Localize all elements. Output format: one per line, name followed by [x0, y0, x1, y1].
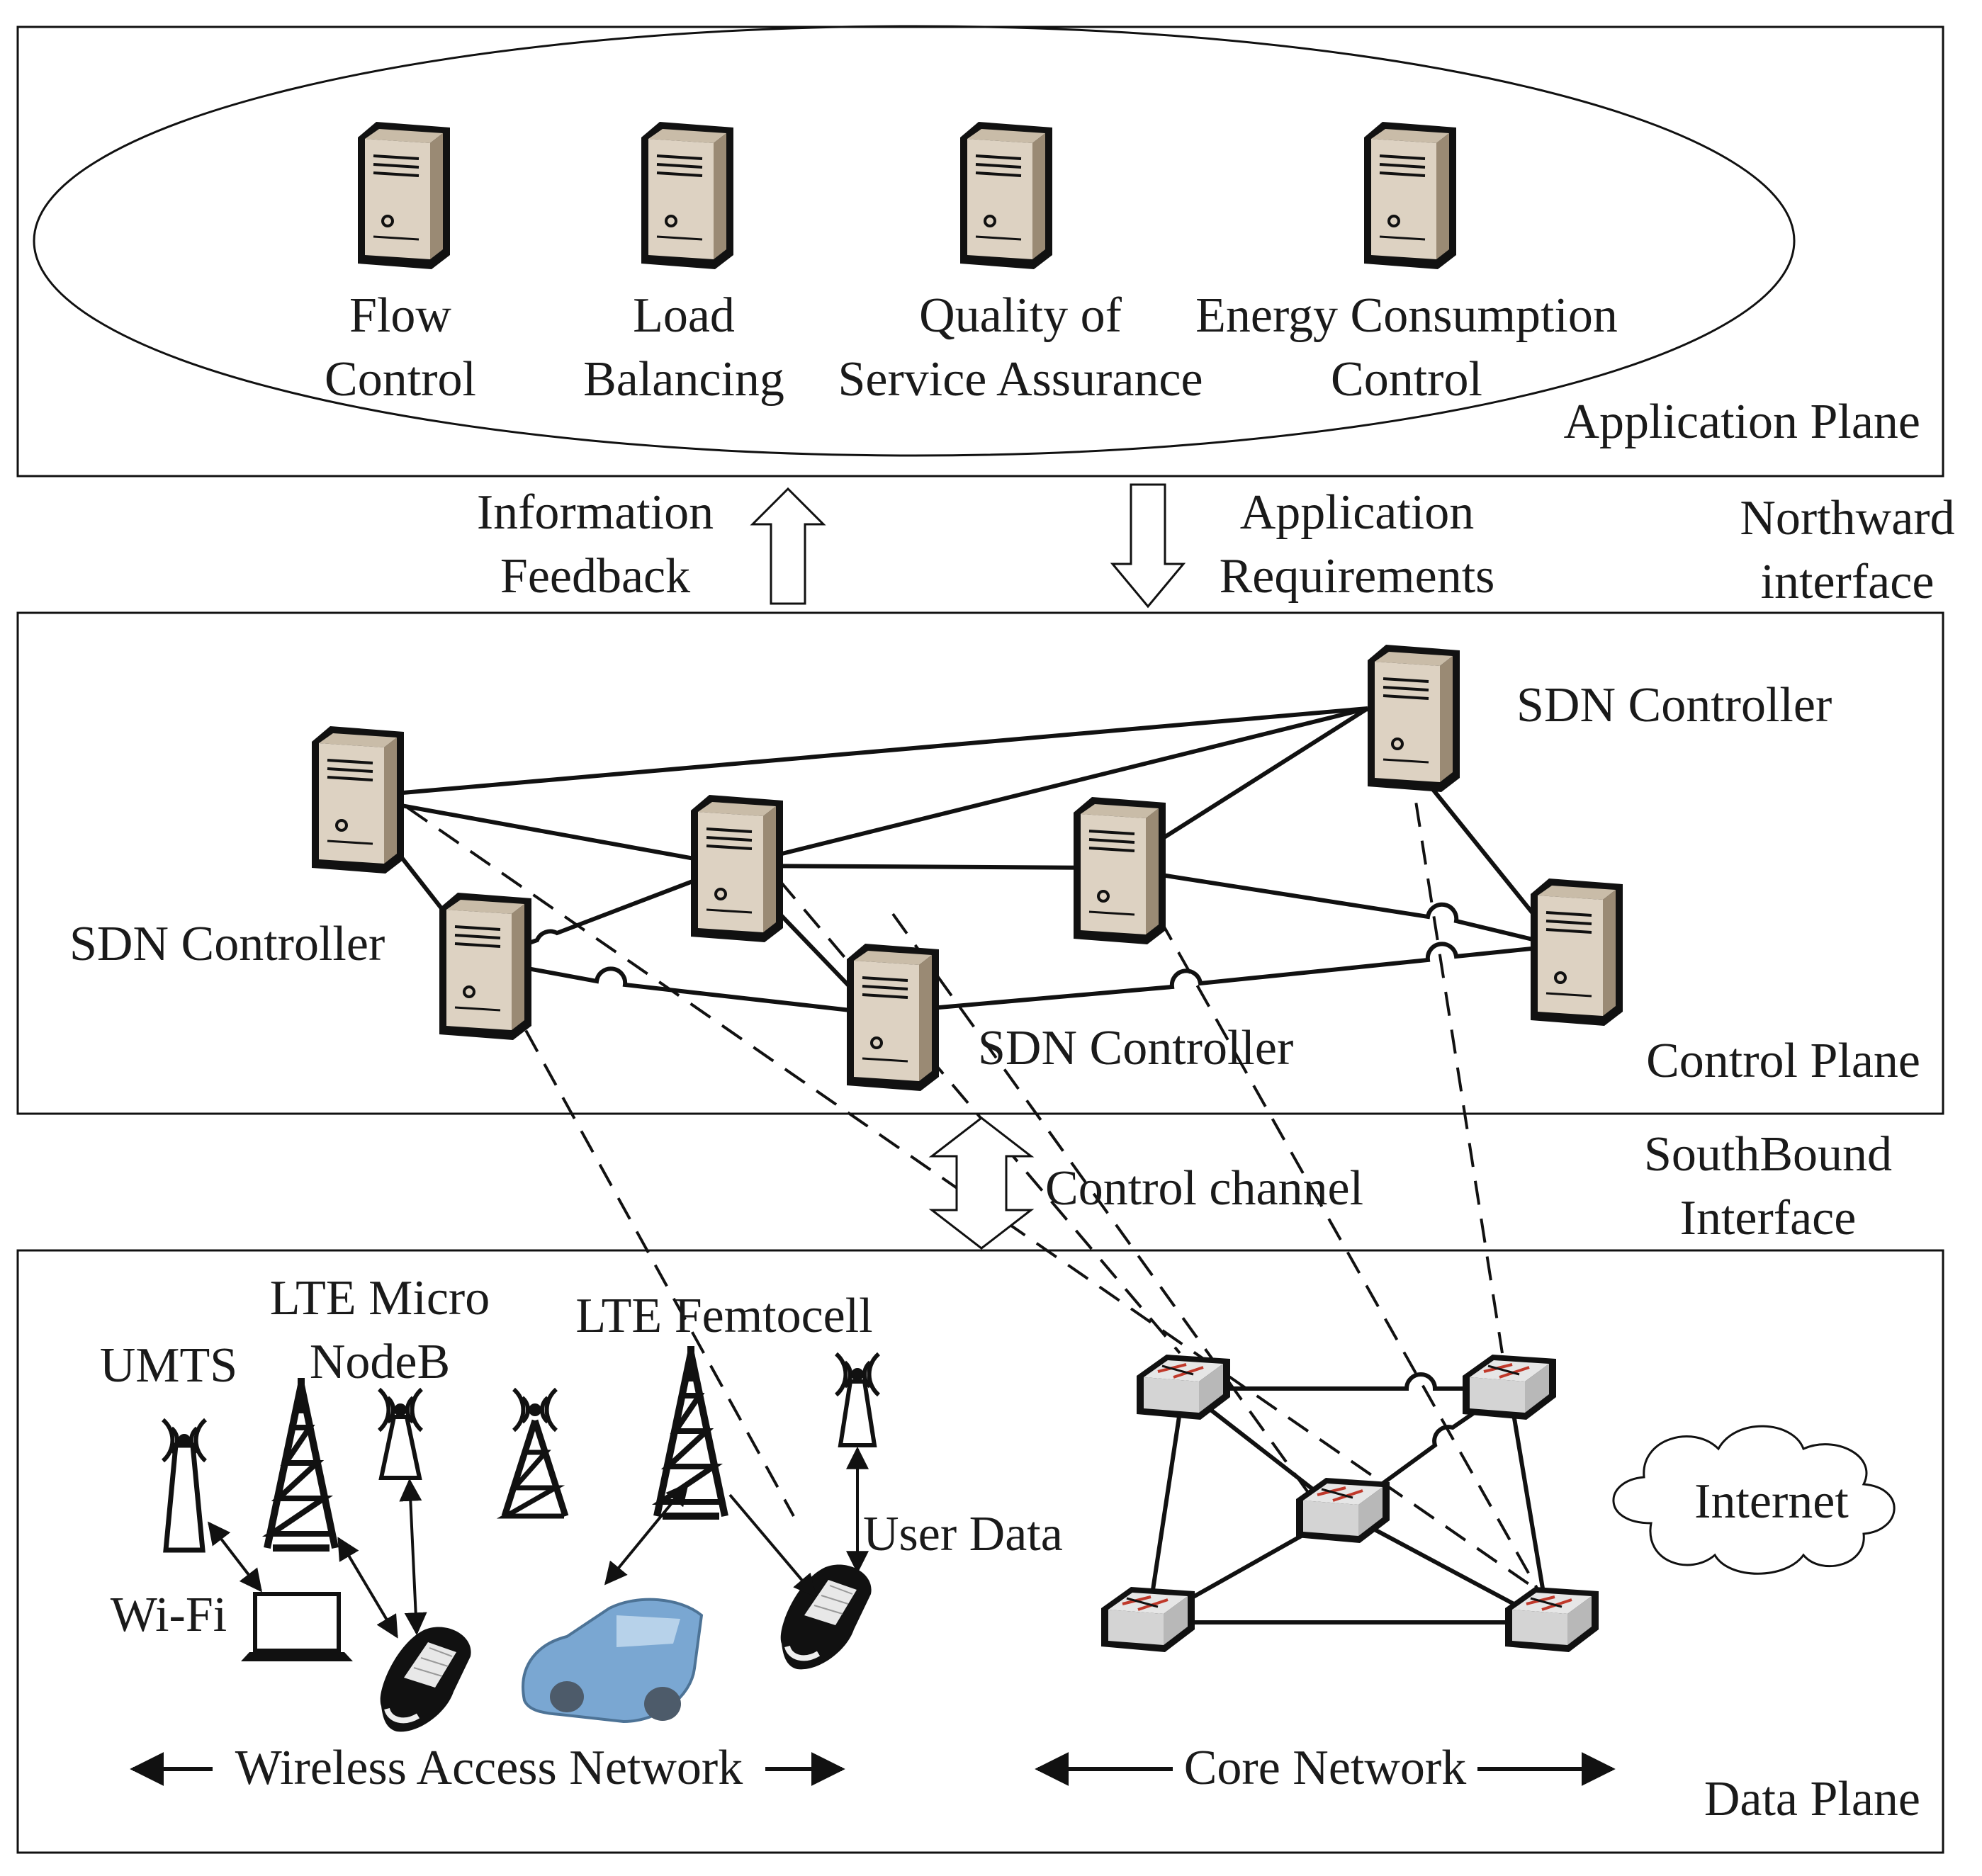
app-label-line1: Quality of: [919, 288, 1122, 343]
app-label-line1: Energy Consumption: [1195, 288, 1618, 343]
server-icon: [1363, 120, 1458, 271]
application-plane-label: Application Plane: [1563, 395, 1920, 449]
server-icon: [689, 793, 784, 944]
control-plane-box: [16, 611, 1944, 1115]
server-icon: [310, 725, 405, 875]
control-channel-label: Control channel: [1045, 1161, 1363, 1216]
control-plane-label: Control Plane: [1646, 1034, 1920, 1088]
controller-label: SDN Controller: [69, 917, 385, 971]
wifi-label: Wi-Fi: [111, 1588, 227, 1642]
feedback-label-line2: Feedback: [500, 549, 690, 604]
data-plane-box: [16, 1249, 1944, 1854]
southbound-interface-line1: SouthBound: [1644, 1127, 1892, 1182]
app-label-line1: Flow: [349, 288, 451, 343]
phone-icon: [781, 1564, 872, 1669]
switch-icon: [1461, 1353, 1558, 1421]
lte-micro-label-line1: LTE Micro: [270, 1271, 490, 1326]
app-label-line2: Control: [1331, 352, 1482, 407]
user-data-antenna-icon: [836, 1354, 879, 1447]
app-label-line2: Service Assurance: [838, 352, 1203, 407]
switch-icon: [1135, 1353, 1232, 1421]
umts-label: UMTS: [100, 1338, 237, 1393]
controller-label: SDN Controller: [978, 1021, 1293, 1075]
lte-micro-antenna-icon: [379, 1389, 422, 1480]
northbound-interface-line1: Northward: [1740, 491, 1954, 546]
lte-femtocell-label: LTE Femtocell: [575, 1289, 872, 1343]
requirements-label-line2: Requirements: [1220, 549, 1495, 604]
controller-label: SDN Controller: [1516, 678, 1832, 733]
app-label-line1: Load: [633, 288, 735, 343]
feedback-up-arrow: [750, 487, 826, 605]
server-icon: [1072, 796, 1167, 946]
umts-tower-icon: [267, 1378, 335, 1548]
server-icon: [1366, 643, 1461, 793]
southbound-interface-line2: Interface: [1680, 1191, 1857, 1245]
app-label-line2: Control: [325, 352, 476, 407]
server-icon: [356, 120, 451, 271]
northbound-interface-line2: interface: [1761, 555, 1935, 609]
switch-icon: [1100, 1586, 1196, 1654]
radio-tower-icon: [496, 1389, 569, 1519]
app-label-line2: Balancing: [583, 352, 784, 407]
wifi-access-point-icon: [163, 1420, 205, 1553]
internet-cloud: [1612, 1425, 1896, 1575]
server-icon: [845, 942, 940, 1092]
wireless-access-label: Wireless Access Network: [235, 1741, 743, 1795]
user-data-label: User Data: [863, 1507, 1063, 1561]
server-icon: [640, 120, 735, 271]
internet-label: Internet: [1694, 1474, 1849, 1529]
data-plane-label: Data Plane: [1704, 1772, 1920, 1826]
laptop-icon: [241, 1592, 353, 1661]
car-icon: [522, 1598, 704, 1724]
phone-icon: [381, 1627, 471, 1731]
requirements-label-line1: Application: [1240, 485, 1474, 540]
wireless-link-arrows: [208, 1446, 869, 1639]
switch-icon: [1504, 1586, 1600, 1654]
core-network-label: Core Network: [1184, 1741, 1467, 1795]
application-ellipse: [33, 25, 1796, 457]
feedback-label-line1: Information: [477, 485, 714, 540]
control-channel-arrow: [928, 1117, 1035, 1250]
server-icon: [1529, 877, 1624, 1027]
lte-micro-label-line2: NodeB: [310, 1335, 450, 1389]
requirements-down-arrow: [1110, 483, 1186, 609]
server-icon: [438, 891, 533, 1041]
server-icon: [959, 120, 1054, 271]
